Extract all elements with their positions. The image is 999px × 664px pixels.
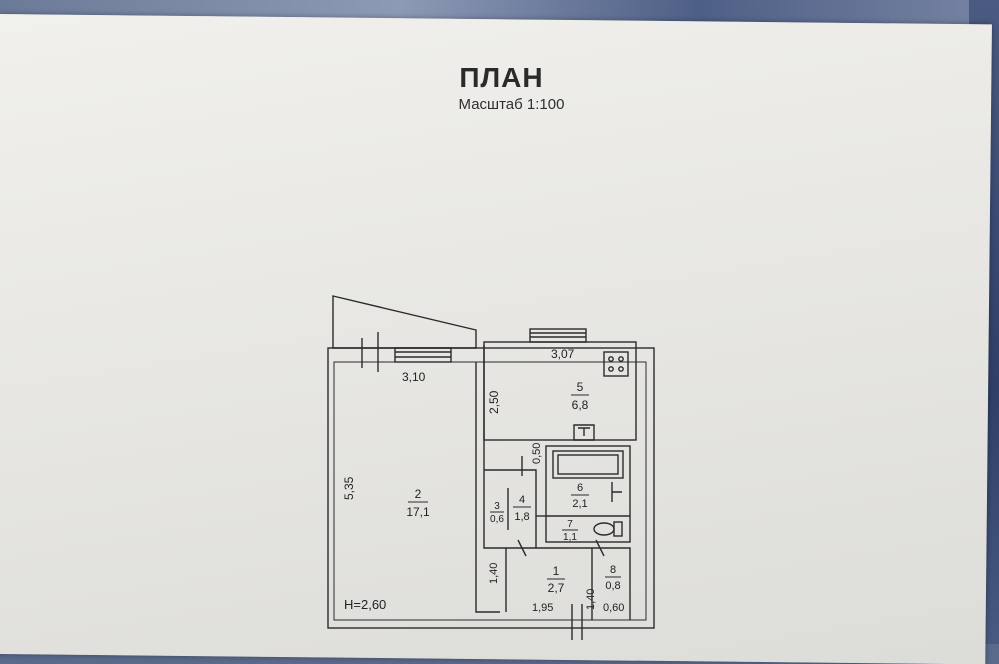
dim-closet-width: 0,60 [603, 602, 624, 614]
document-title: ПЛАН [459, 62, 544, 93]
dim-living-length: 5,35 [342, 476, 356, 500]
room-label-6: 6 2,1 [571, 482, 589, 510]
room-number: 6 [577, 482, 583, 494]
room-number: 7 [567, 519, 573, 530]
ceiling-height-label: H=2,60 [344, 597, 386, 612]
room-label-7: 7 1,1 [562, 519, 578, 543]
toilet-tank [613, 521, 623, 537]
room-label-8: 8 0,8 [605, 564, 621, 592]
scale-label: Масштаб 1:100 [458, 96, 565, 113]
room-label-3: 3 0,6 [490, 501, 504, 525]
bathroom-wall [545, 445, 631, 543]
dim-hall-length: 1,40 [488, 563, 500, 584]
bathtub-inner [557, 454, 619, 475]
outer-wall [327, 347, 655, 629]
stove-burner [618, 356, 624, 362]
toilet-icon [593, 522, 615, 536]
tick [517, 539, 527, 557]
stove-burner [608, 366, 614, 372]
room-label-5: 5 6,8 [571, 380, 589, 412]
room-label-4: 4 1,8 [513, 494, 531, 523]
room-number: 4 [519, 494, 525, 506]
dim-bath-length: 0,50 [531, 443, 543, 464]
kitchen-sink-icon [573, 424, 595, 441]
room-label-2: 2 17,1 [406, 487, 430, 519]
washbasin-icon [611, 482, 622, 502]
room-number: 3 [494, 501, 500, 512]
balcony-outline [332, 295, 477, 349]
hall-wall [484, 469, 537, 548]
room-area: 0,6 [490, 514, 504, 525]
living-room-wall [475, 362, 500, 613]
dim-living-width: 3,10 [402, 370, 426, 384]
stove-burner [618, 366, 624, 372]
room-number: 5 [577, 380, 584, 394]
stove-burner [608, 356, 614, 362]
room-area: 0,8 [605, 580, 620, 592]
hallway-wall [500, 547, 631, 620]
room-label-1: 1 2,7 [547, 564, 565, 595]
room-area: 2,1 [572, 498, 587, 510]
floor-plan: 3,10 5,35 3,07 2,50 0,50 1,40 1,95 1,40 … [327, 295, 655, 640]
dim-kitchen-length: 2,50 [487, 390, 501, 414]
inner-wall [333, 361, 647, 621]
room-area: 6,8 [572, 398, 589, 412]
stove-icon [603, 351, 629, 377]
dim-closet-length: 1,40 [585, 589, 597, 610]
living-window [394, 347, 452, 363]
tick [595, 539, 605, 557]
dim-hall-width: 1,95 [532, 602, 553, 614]
dim-kitchen-width: 3,07 [551, 347, 575, 361]
room-number: 8 [610, 564, 616, 576]
room-area: 2,7 [548, 581, 565, 595]
kitchen-window [529, 328, 587, 343]
room-area: 1,8 [514, 511, 529, 523]
bathtub-icon [552, 450, 624, 479]
room-number: 1 [553, 564, 560, 578]
room-area: 17,1 [406, 505, 430, 519]
room-number: 2 [415, 487, 422, 501]
room-area: 1,1 [563, 532, 577, 543]
